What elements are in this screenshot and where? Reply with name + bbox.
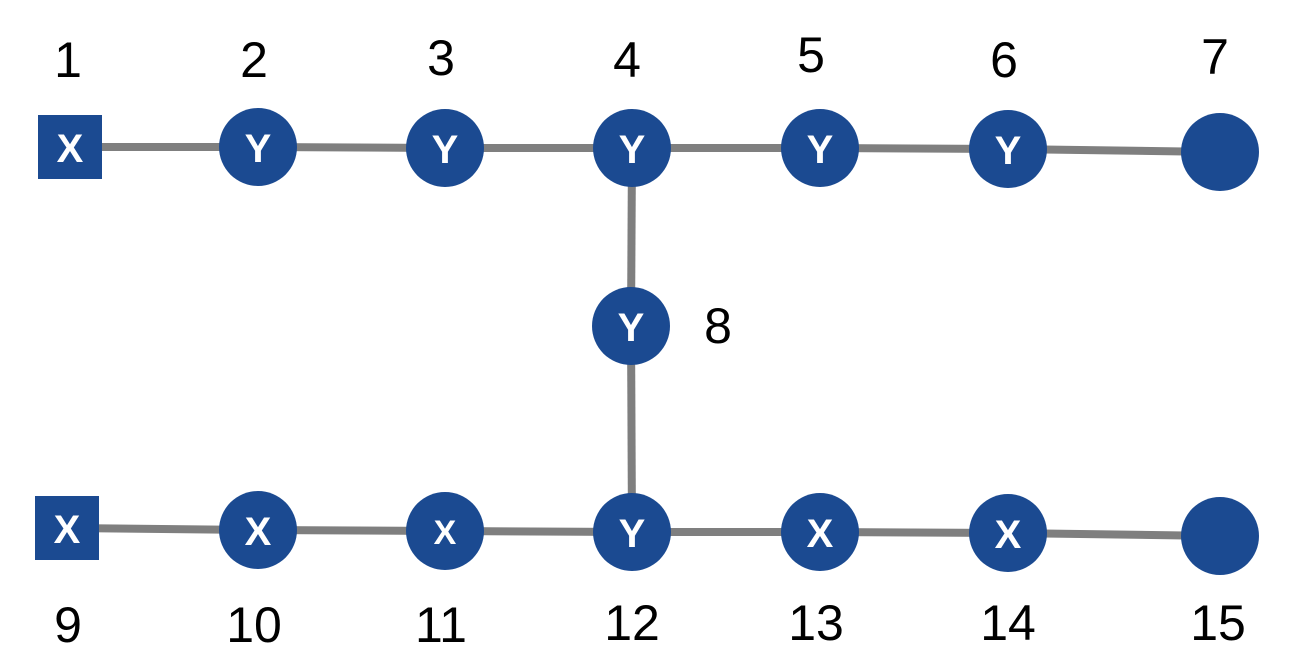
node-9-square: [35, 496, 99, 560]
node-3-label: Y: [432, 128, 459, 172]
node-8-circle: [592, 287, 670, 365]
node-11-circle: [406, 492, 484, 570]
node-7-circle: [1181, 113, 1259, 191]
node-8: Y: [592, 287, 670, 365]
node-number-15: 15: [1190, 595, 1246, 651]
node-number-5: 5: [797, 27, 825, 83]
node-4-label: Y: [619, 128, 646, 172]
node-13-label: X: [807, 512, 834, 556]
nodes-layer: X Y Y Y Y Y Y X X X Y X X: [35, 108, 1259, 575]
node-15: [1181, 497, 1259, 575]
node-6-circle: [969, 110, 1047, 188]
node-number-10: 10: [226, 597, 282, 653]
node-12-circle: [593, 493, 671, 571]
node-5-circle: [781, 109, 859, 187]
node-number-12: 12: [604, 595, 660, 651]
node-number-6: 6: [990, 32, 1018, 88]
node-14-circle: [969, 494, 1047, 572]
node-9: X: [35, 496, 99, 560]
node-number-11: 11: [415, 597, 467, 653]
node-number-4: 4: [613, 32, 641, 88]
node-11-label: X: [434, 514, 457, 552]
node-4: Y: [593, 109, 671, 187]
node-11: X: [406, 492, 484, 570]
node-6: Y: [969, 110, 1047, 188]
node-number-7: 7: [1201, 29, 1229, 85]
node-10: X: [219, 491, 297, 569]
node-number-8: 8: [704, 298, 732, 354]
node-12-label: Y: [619, 512, 646, 556]
node-number-1: 1: [54, 32, 82, 88]
node-number-9: 9: [54, 597, 82, 653]
node-10-circle: [219, 491, 297, 569]
node-7: [1181, 113, 1259, 191]
node-2-circle: [219, 108, 297, 186]
node-2-label: Y: [245, 127, 272, 171]
node-5-label: Y: [807, 128, 834, 172]
node-number-2: 2: [240, 32, 268, 88]
node-13: X: [781, 493, 859, 571]
node-6-label: Y: [995, 129, 1022, 173]
node-13-circle: [781, 493, 859, 571]
node-1-square: [38, 115, 102, 179]
node-number-14: 14: [980, 595, 1036, 651]
node-2: Y: [219, 108, 297, 186]
node-3: Y: [406, 109, 484, 187]
node-5: Y: [781, 109, 859, 187]
node-8-label: Y: [618, 306, 645, 350]
node-number-13: 13: [788, 595, 844, 651]
node-14: X: [969, 494, 1047, 572]
node-1-label: X: [57, 127, 84, 171]
node-15-circle: [1181, 497, 1259, 575]
node-12: Y: [593, 493, 671, 571]
node-number-3: 3: [427, 30, 455, 86]
node-4-circle: [593, 109, 671, 187]
node-1: X: [38, 115, 102, 179]
node-14-label: X: [995, 513, 1022, 557]
node-9-label: X: [54, 508, 81, 552]
node-10-label: X: [245, 510, 272, 554]
node-3-circle: [406, 109, 484, 187]
